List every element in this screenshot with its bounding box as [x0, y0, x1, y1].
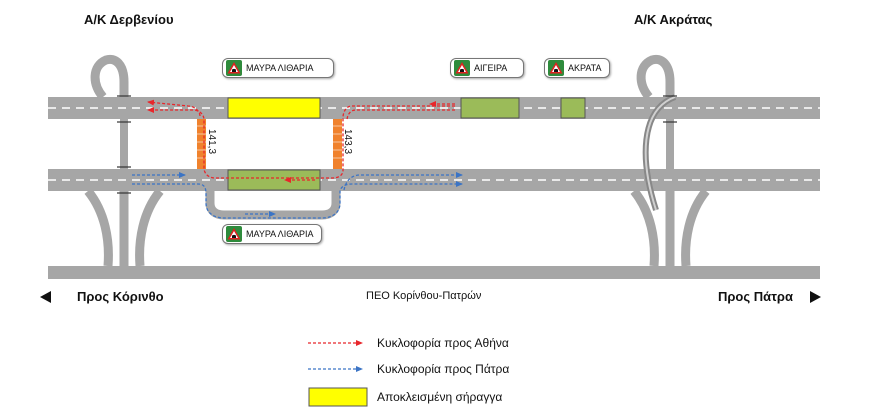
tunnel-sign-label: ΜΑΥΡΑ ΛΙΘΑΡΙΑ — [246, 229, 314, 239]
tunnel-sign-label: ΜΑΥΡΑ ΛΙΘΑΡΙΑ — [246, 63, 314, 73]
legend-closed-swatch — [308, 387, 368, 407]
arrow-left-icon — [40, 291, 51, 303]
junction-label-derveni: Α/Κ Δερβενίου — [84, 12, 174, 27]
tunnel-sign-label: ΑΚΡΑΤΑ — [568, 63, 602, 73]
tunnel-warning-icon — [226, 226, 242, 242]
closed-tunnel-mavra-lithária-upper — [227, 97, 321, 119]
traffic-to-patra-path — [132, 172, 463, 219]
right-overpass — [666, 119, 674, 169]
open-tunnel-mavra-lithária-lower — [227, 169, 321, 191]
tunnel-sign-mavra-upper: ΜΑΥΡΑ ΛΙΘΑΡΙΑ — [222, 58, 334, 78]
open-tunnel-aigeira — [460, 97, 520, 119]
tunnel-sign-akrata: ΑΚΡΑΤΑ — [544, 58, 610, 78]
arrow-right-icon — [810, 291, 821, 303]
detour-loop — [205, 191, 341, 220]
right-interchange — [630, 54, 710, 267]
legend-closed-label: Αποκλεισμένη σήραγγα — [377, 390, 503, 404]
left-bridge-marks — [117, 95, 131, 194]
left-overpass — [120, 119, 128, 169]
tunnel-warning-icon — [454, 60, 470, 76]
direction-patra: Προς Πάτρα — [718, 289, 793, 304]
legend-patra-label: Κυκλοφορία προς Πάτρα — [377, 362, 510, 376]
tunnel-sign-label: ΑΙΓΕΙΡΑ — [474, 63, 508, 73]
left-interchange — [84, 54, 164, 267]
tunnel-warning-icon — [226, 60, 242, 76]
national-road — [48, 266, 820, 279]
direction-corinth: Προς Κόρινθο — [77, 289, 164, 304]
traffic-to-athens-path — [147, 99, 455, 183]
right-bridge-marks — [663, 95, 677, 123]
tunnel-sign-aigeira: ΑΙΓΕΙΡΑ — [450, 58, 524, 78]
open-tunnel-akrata — [560, 97, 586, 119]
junction-label-akrata: Α/Κ Ακράτας — [634, 12, 713, 27]
chainage-141: 141,3 — [206, 129, 217, 154]
tunnel-warning-icon — [548, 60, 564, 76]
legend-athens-label: Κυκλοφορία προς Αθήνα — [377, 336, 509, 350]
road-name: ΠΕΟ Κορίνθου-Πατρών — [366, 290, 482, 302]
right-loop-ramp-inner — [644, 96, 676, 211]
crossover-143 — [333, 119, 342, 169]
crossover-141 — [197, 119, 206, 169]
chainage-143: 143,3 — [342, 129, 353, 154]
tunnel-sign-mavra-lower: ΜΑΥΡΑ ΛΙΘΑΡΙΑ — [222, 224, 322, 244]
